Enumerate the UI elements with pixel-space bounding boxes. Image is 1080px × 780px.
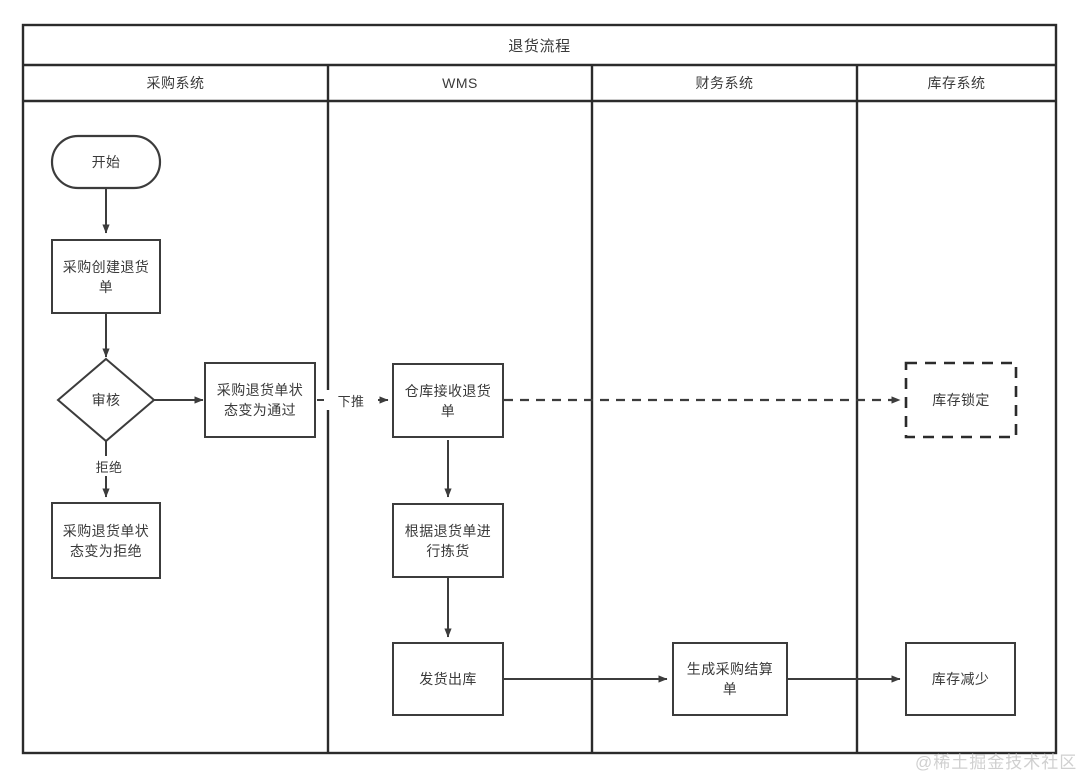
lane-header-finance: 财务系统 (695, 75, 754, 91)
node-review[interactable] (56, 357, 156, 443)
lane-header-wms: WMS (442, 75, 478, 91)
lane-header-purchase: 采购系统 (146, 75, 205, 91)
node-start[interactable] (50, 134, 162, 190)
node-inventory-decrease[interactable] (905, 642, 1016, 716)
diagram-title: 退货流程 (508, 37, 571, 55)
node-settlement-order[interactable] (672, 642, 788, 716)
node-status-rejected[interactable] (51, 502, 161, 579)
node-inventory-lock[interactable] (904, 361, 1018, 439)
lane-header-inventory: 库存系统 (927, 75, 986, 91)
swimlane-frame (21, 23, 1058, 755)
watermark: @稀土掘金技术社区 (915, 753, 1078, 772)
edge-label-push-down: 下推 (324, 390, 378, 410)
node-ship-out[interactable] (392, 642, 504, 716)
node-create-return-order[interactable] (51, 239, 161, 314)
node-picking[interactable] (392, 503, 504, 578)
node-status-approved[interactable] (204, 362, 316, 438)
edge-label-reject: 拒绝 (78, 456, 140, 476)
node-warehouse-receive[interactable] (392, 363, 504, 438)
